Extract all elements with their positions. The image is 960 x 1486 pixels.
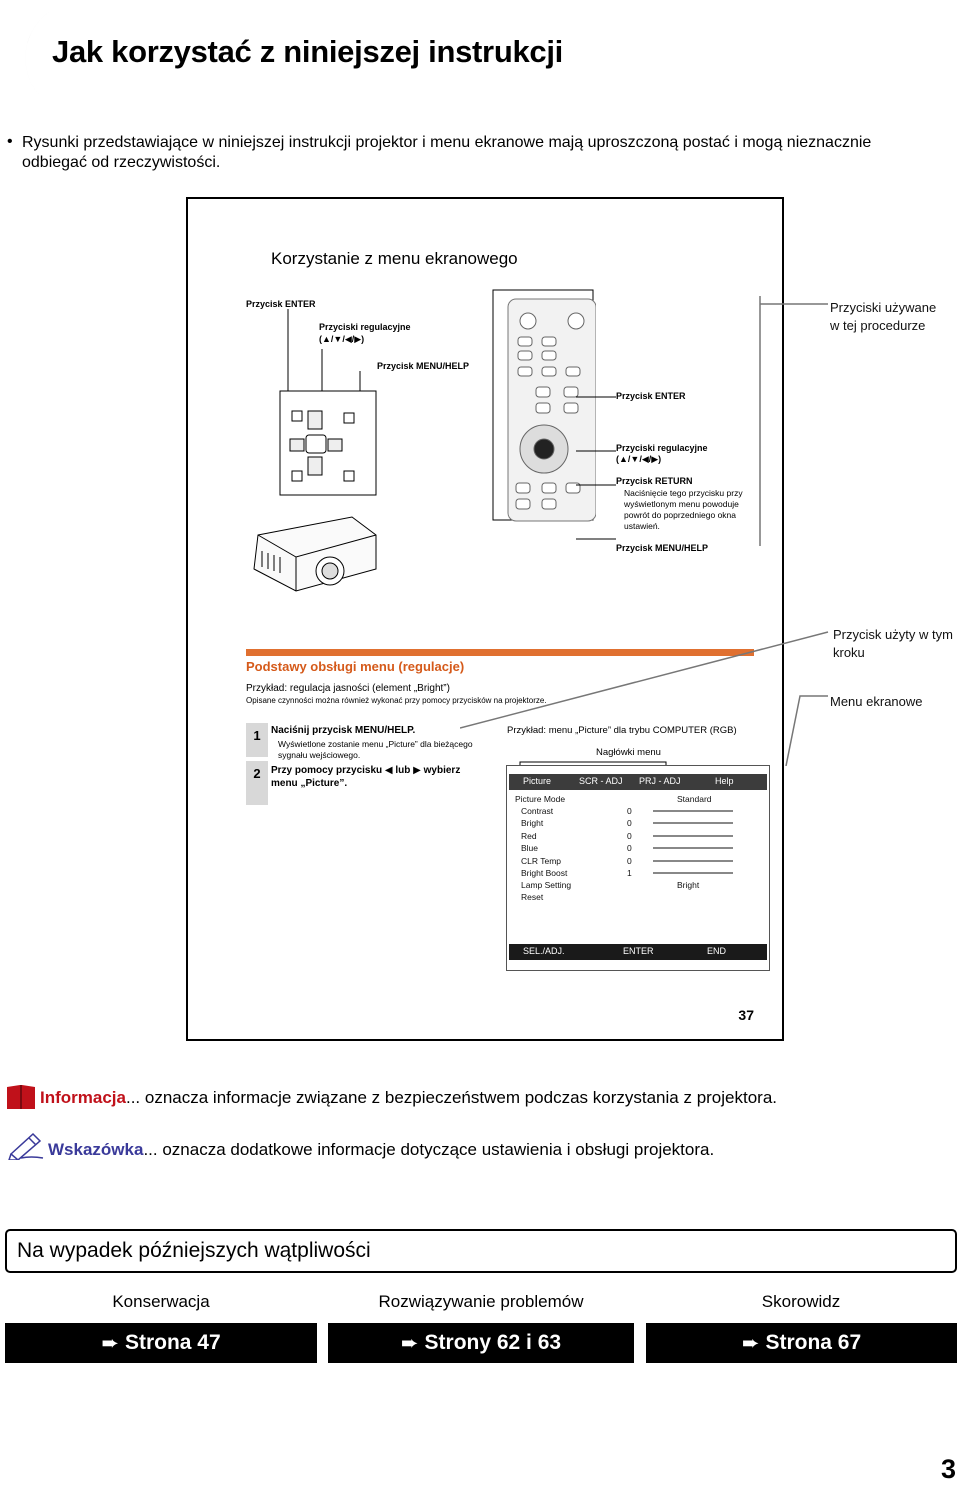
doubts-title: Na wypadek późniejszych wątpliwości (17, 1239, 371, 1262)
link-index-label: Strona 67 (765, 1331, 862, 1354)
hint-label: Wskazówka (48, 1140, 144, 1159)
info-text: ... oznacza informacje związane z bezpie… (125, 1088, 778, 1107)
menu-lamp-value: Bright (677, 880, 700, 890)
example-note: Opisane czynności można również wykonać … (246, 696, 547, 705)
step-1-number: 1 (246, 723, 268, 757)
menu-mode-label: Picture Mode (515, 794, 566, 804)
doubts-col-label-maintenance: Konserwacja (112, 1292, 210, 1311)
label-remote-adjust-arrows: (▲/▼/◀/▶) (616, 454, 662, 464)
link-maintenance-label: Strona 47 (124, 1331, 221, 1354)
link-troubleshooting[interactable]: ➨Strony 62 i 63 (328, 1323, 634, 1363)
menu-footer-bar: SEL./ADJ. ENTER END (509, 944, 767, 960)
menu-row-slider (653, 872, 733, 874)
menu-tab-picture: Picture (523, 776, 552, 786)
hint-text: ... oznacza dodatkowe informacje dotyczą… (143, 1140, 715, 1159)
hint-legend: Wskazówka... oznacza dodatkowe informacj… (48, 1140, 714, 1160)
menu-tab-bar: Picture SCR - ADJ PRJ - ADJ Help (509, 774, 767, 790)
arrow-right-icon: ➨ (741, 1331, 760, 1355)
projector-illustration (253, 309, 377, 592)
menu-row-label: Bright Boost (521, 868, 568, 878)
menu-row-slider (653, 859, 733, 862)
menu-row-label: Contrast (521, 806, 554, 816)
menu-row-value: 0 (627, 855, 632, 866)
menu-tab-prj-adj: PRJ - ADJ (639, 776, 681, 786)
label-remote-adjust: Przyciski regulacyjne (616, 443, 708, 453)
menu-row-label: Blue (521, 843, 539, 854)
menu-tab-scr-adj: SCR - ADJ (579, 776, 623, 786)
menu-lamp-label: Lamp Setting (521, 880, 572, 890)
menu-footer-enter: ENTER (623, 946, 654, 956)
callout-buttons-used: Przyciski używane w tej procedurze (830, 300, 937, 333)
menu-footer-end: END (707, 946, 727, 956)
menu-row-label: Bright (521, 818, 544, 829)
menu-row-label: CLR Temp (521, 855, 561, 866)
menu-row-value: 1 (627, 868, 632, 878)
section-title: Podstawy obsługi menu (regulacje) (246, 659, 465, 674)
menu-caption: Przykład: menu „Picture” dla trybu COMPU… (507, 725, 737, 736)
doubts-col-label-index: Skorowidz (761, 1292, 841, 1311)
link-maintenance[interactable]: ➨Strona 47 (5, 1323, 317, 1363)
info-book-icon (7, 1085, 35, 1109)
menu-row-value: 0 (627, 818, 632, 829)
menu-row-slider (653, 810, 733, 812)
page-title: Jak korzystać z niniejszej instrukcji (52, 34, 563, 69)
bullet-icon: • (7, 133, 13, 150)
label-remote-menu-help: Przycisk MENU/HELP (616, 543, 709, 553)
example-line: Przykład: regulacja jasności (element „B… (246, 683, 450, 694)
menu-row-slider (653, 847, 733, 850)
step-1-text: Naciśnij przycisk MENU/HELP. (271, 725, 416, 736)
link-index[interactable]: ➨Strona 67 (646, 1323, 957, 1363)
arrow-right-icon: ➨ (400, 1331, 419, 1355)
menu-mode-value: Standard (677, 794, 712, 804)
label-remote-return-note: Naciśnięcie tego przycisku przy wyświetl… (624, 488, 743, 531)
label-adjust-buttons: Przyciski regulacyjne (319, 322, 411, 332)
step-2-text: Przy pomocy przycisku ◀ lub ▶ wybierz me… (271, 765, 461, 789)
callout-onscreen-menu: Menu ekranowe (830, 694, 923, 709)
intro-bullet-text: Rysunki przedstawiające w niniejszej ins… (22, 134, 872, 171)
menu-headers-label: Nagłówki menu (596, 747, 661, 758)
step-1-note: Wyświetlone zostanie menu „Picture” dla … (278, 739, 473, 760)
info-label: Informacja (40, 1088, 126, 1107)
remote-callout-lines (576, 396, 616, 540)
menu-row-value: 0 (627, 806, 632, 816)
doubts-col-label-troubleshooting: Rozwiązywanie problemów (378, 1292, 584, 1311)
sample-heading: Korzystanie z menu ekranowego (271, 249, 518, 268)
menu-row-value: 0 (627, 830, 632, 841)
label-remote-enter: Przycisk ENTER (616, 391, 686, 401)
menu-tab-help: Help (715, 776, 734, 786)
menu-footer-sel: SEL./ADJ. (523, 946, 565, 956)
menu-row-label: Red (521, 830, 537, 841)
menu-row-value: 0 (627, 843, 632, 854)
pencil-hint-icon (8, 1132, 44, 1160)
callout-lines (460, 296, 829, 766)
sample-page-illustration: Korzystanie z menu ekranowego Przycisk E… (186, 197, 784, 1041)
step-2-number: 2 (246, 761, 268, 805)
arrow-right-icon: ➨ (101, 1331, 119, 1355)
remote-control-illustration (492, 289, 596, 522)
label-enter-button: Przycisk ENTER (246, 299, 316, 309)
doubts-box: Na wypadek późniejszych wątpliwości (5, 1229, 957, 1273)
menu-row-slider (653, 822, 733, 825)
info-legend: Informacja... oznacza informacje związan… (40, 1088, 777, 1108)
label-menu-help-button: Przycisk MENU/HELP (377, 361, 470, 371)
menu-row-slider (653, 834, 733, 837)
onscreen-menu: Picture SCR - ADJ PRJ - ADJ Help Picture… (506, 765, 770, 971)
label-remote-return: Przycisk RETURN (616, 476, 693, 486)
section-bar (246, 649, 754, 656)
link-troubleshooting-label: Strony 62 i 63 (424, 1331, 562, 1354)
sample-page-number: 37 (738, 1007, 754, 1023)
callout-button-used-step: Przycisk użyty w tym kroku (833, 627, 953, 660)
page-number: 3 (940, 1454, 956, 1484)
menu-reset-label: Reset (521, 892, 544, 902)
label-adjust-arrows: (▲/▼/◀/▶) (319, 334, 365, 344)
